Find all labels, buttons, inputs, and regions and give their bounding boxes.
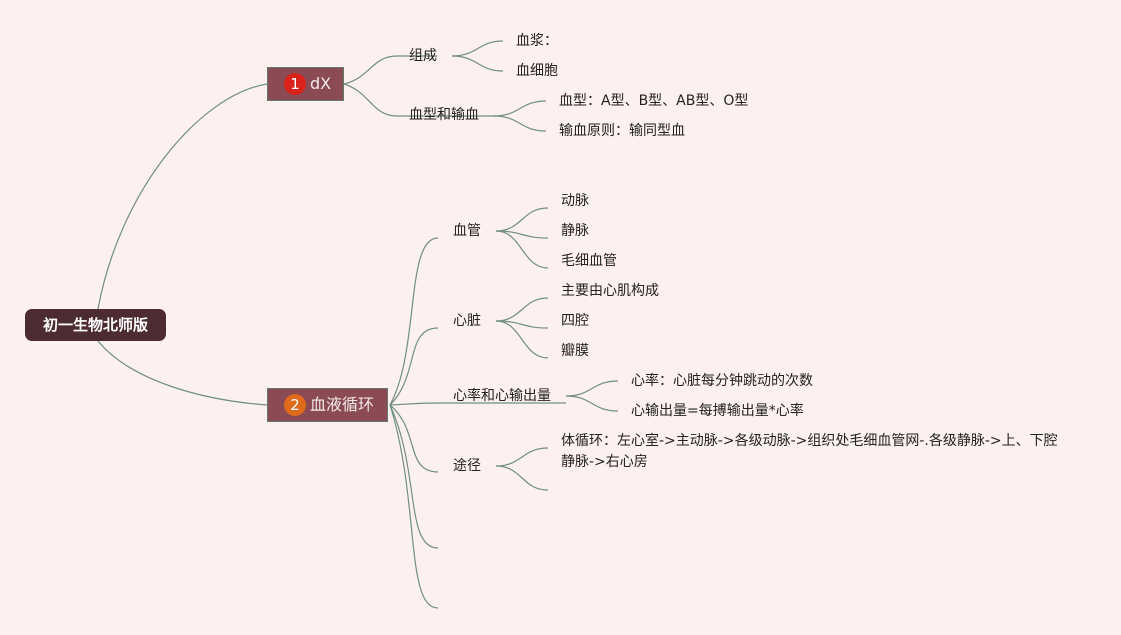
link-b2-xinzang — [389, 327, 439, 406]
main-topic-2[interactable]: 2 血液循环 — [267, 388, 388, 422]
leaf-xinji[interactable]: 主要由心肌构成 — [561, 283, 659, 299]
leaf-shuxue-yuanze[interactable]: 输血原则：输同型血 — [559, 123, 685, 139]
link-b2-tujing — [389, 404, 439, 473]
root-node[interactable]: 初一生物北师版 — [25, 309, 166, 341]
leaf-xuejiang[interactable]: 血浆： — [516, 33, 558, 49]
leaf-siqiang[interactable]: 四腔 — [561, 313, 589, 329]
link-b1-zucheng — [343, 55, 437, 85]
link-b2-empty1 — [389, 404, 439, 549]
main-topic-2-label: 血液循环 — [310, 395, 375, 414]
leaf-xinshuchuliang[interactable]: 心输出量=每搏输出量*心率 — [631, 403, 804, 419]
link-tujing-2 — [495, 465, 549, 491]
link-xinlv-1 — [565, 380, 619, 397]
link-b1-xuexing — [343, 83, 494, 117]
link-xinzang-1 — [495, 297, 549, 322]
link-root-branch2 — [97, 340, 268, 406]
link-zucheng-1 — [451, 40, 504, 57]
leaf-xuexibao[interactable]: 血细胞 — [516, 63, 558, 79]
subtopic-zucheng[interactable]: 组成 — [409, 48, 437, 64]
leaf-dongmai[interactable]: 动脉 — [561, 193, 589, 209]
leaf-tixunhuan[interactable]: 体循环：左心室->主动脉->各级动脉->组织处毛细血管网-.各级静脉->上、下腔… — [561, 433, 1058, 470]
leaf-xinlv[interactable]: 心率：心脏每分钟跳动的次数 — [631, 373, 813, 389]
main-topic-1[interactable]: 1 dX — [267, 67, 344, 101]
link-xuexing-1 — [493, 100, 547, 117]
link-b2-xueguan — [389, 237, 439, 406]
leaf-maoxi-xueguan[interactable]: 毛细血管 — [561, 253, 617, 269]
subtopic-xuexing-shuxue[interactable]: 血型和输血 — [409, 107, 479, 123]
subtopic-tujing[interactable]: 途径 — [453, 458, 481, 474]
leaf-banmo[interactable]: 瓣膜 — [561, 343, 589, 359]
link-xueguan-1 — [495, 207, 549, 232]
link-xinzang-3 — [495, 320, 549, 359]
link-root-branch1 — [97, 83, 268, 310]
link-b2-empty2 — [389, 404, 439, 609]
subtopic-xueguan[interactable]: 血管 — [453, 223, 481, 239]
main-topic-1-label: dX — [310, 74, 332, 93]
link-xueguan-3 — [495, 230, 549, 269]
subtopic-xinlv-shuchuliang[interactable]: 心率和心输出量 — [453, 388, 551, 404]
link-zucheng-2 — [451, 55, 504, 72]
priority-1-badge-icon: 1 — [284, 73, 306, 95]
leaf-jingmai[interactable]: 静脉 — [561, 223, 589, 239]
subtopic-xinzang[interactable]: 心脏 — [453, 313, 481, 329]
link-tujing-1 — [495, 447, 549, 467]
leaf-xuexing[interactable]: 血型：A型、B型、AB型、O型 — [559, 93, 749, 109]
link-b2-xinlv — [389, 402, 566, 406]
priority-2-badge-icon: 2 — [284, 394, 306, 416]
link-xinlv-2 — [565, 395, 619, 412]
link-xuexing-2 — [493, 115, 547, 132]
